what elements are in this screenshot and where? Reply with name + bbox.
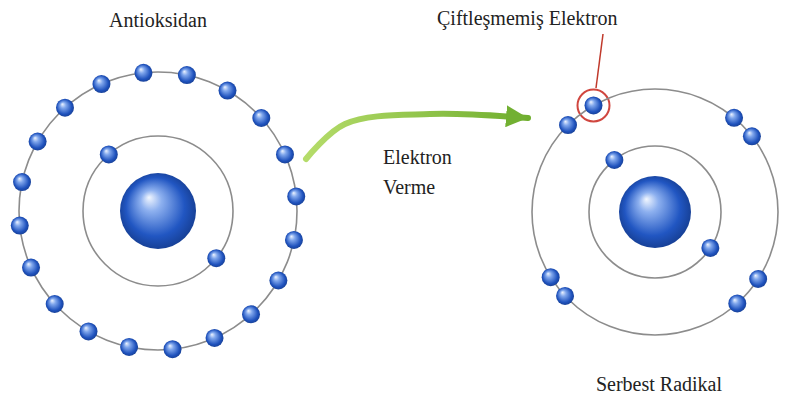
electron <box>269 272 287 290</box>
electron <box>728 294 746 312</box>
nucleus <box>120 173 196 249</box>
electron <box>13 173 31 191</box>
electron <box>29 133 47 151</box>
leader-line <box>596 34 603 88</box>
electron <box>11 217 29 235</box>
atom-label: Serbest Radikal <box>596 372 722 396</box>
electron <box>701 239 719 257</box>
highlight-ring <box>578 90 610 122</box>
electron <box>56 99 74 117</box>
electron <box>585 96 603 114</box>
electron <box>556 287 574 305</box>
electron <box>178 66 196 84</box>
atom-shape <box>528 78 790 396</box>
electron <box>242 305 260 323</box>
inner-shell <box>83 136 233 286</box>
electron <box>22 259 40 277</box>
electron <box>134 64 152 82</box>
outer-shell <box>19 72 297 350</box>
electron <box>285 231 303 249</box>
electron <box>276 145 294 163</box>
electron <box>100 145 118 163</box>
nucleus <box>619 176 691 248</box>
atom-node: Serbest Radikal <box>528 78 790 396</box>
edge-label: Elektron Verme <box>383 142 493 202</box>
atom-label: Antioksidan <box>109 8 207 32</box>
electron <box>80 322 98 340</box>
electron <box>605 151 623 169</box>
atom-shape <box>10 8 306 368</box>
electron <box>749 270 767 288</box>
electron <box>542 268 560 286</box>
atom-node: Antioksidan <box>10 8 306 368</box>
electron <box>287 187 305 205</box>
electron <box>92 75 110 93</box>
electron <box>120 338 138 356</box>
electron <box>206 329 224 347</box>
inner-shell <box>589 146 721 278</box>
electron <box>164 340 182 358</box>
electron <box>46 295 64 313</box>
outer-shell <box>532 89 778 335</box>
electron <box>559 116 577 134</box>
callout-label: Çiftleşmemiş Elektron <box>437 6 618 30</box>
electron <box>207 249 225 267</box>
electron <box>725 109 743 127</box>
electron <box>219 82 237 100</box>
electron <box>252 109 270 127</box>
electron <box>743 127 761 145</box>
